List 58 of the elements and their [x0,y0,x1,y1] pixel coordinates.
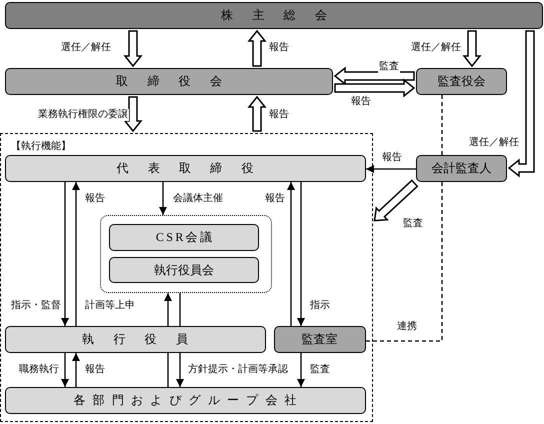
edge-label: 指示・監督 [10,300,62,312]
dash-dot-frame [100,214,272,292]
arrow [164,293,172,326]
edge-label: 方針提示・計画等承認 [187,364,289,376]
block-arrow [123,30,143,68]
edge-label: 報告 [381,152,403,164]
arrow [366,165,416,173]
meeting-box: 株主総会 [5,2,543,29]
edge-label: 監査 [402,218,424,230]
edge-label: 報告 [268,109,290,121]
edge-label: 報告 [264,193,286,205]
line [179,293,181,326]
block-arrow [247,96,267,132]
board-box: 取締役会 [5,68,333,95]
dashed-frame [0,133,373,422]
edge-label: 業務執行権限の委譲 [37,109,129,121]
dashed-line [441,95,443,155]
edge-label: 報告 [350,96,372,108]
line [167,353,169,387]
edge-label: 監査 [378,61,400,73]
edge-label: 会議体主催 [172,193,224,205]
edge-label: 報告 [268,42,290,54]
edge-label: 監査 [309,364,331,376]
block-arrow [334,78,416,98]
block-arrow [508,30,535,178]
board-box: 監査役会 [416,68,507,95]
office-box: 監査室 [274,326,366,352]
block-arrow [247,30,267,67]
company-box: 各部門およびグループ会社 [4,386,366,414]
officer-box: 代表取締役 [4,154,366,182]
block-arrow [334,66,415,86]
auditor-box: 会計監査人 [416,155,507,182]
dashed-line [366,182,443,342]
block-arrow [462,30,482,68]
arrow [287,182,295,326]
arrow [176,353,184,387]
officer-box: 執行役員 [4,326,266,352]
edge-label: 選任／解任 [468,137,520,149]
block-arrow [374,179,418,222]
edge-label: 連携 [396,321,418,333]
meeting-box: CSR会議 [109,224,259,251]
edge-label: 職務執行 [18,364,60,376]
arrow [297,353,305,387]
edge-label: 報告 [84,193,106,205]
arrow [159,182,167,215]
edge-label: 選任／解任 [60,42,112,54]
arrow [72,353,80,387]
edge-label: 選任／解任 [410,42,462,54]
arrow [72,182,80,326]
block-arrow [123,96,143,132]
arrow [61,353,69,387]
arrow [61,182,69,326]
frame-heading: 【執行機能】 [11,140,71,153]
arrow [297,182,305,326]
note-text: 計画等上申 [84,300,136,312]
edge-label: 報告 [84,364,106,376]
meeting-box: 執行役員会 [109,257,259,283]
edge-label: 指示 [309,300,331,312]
